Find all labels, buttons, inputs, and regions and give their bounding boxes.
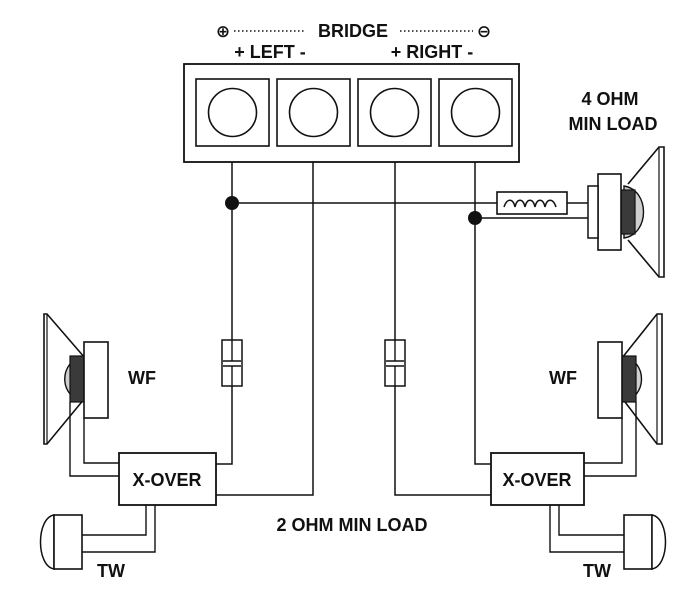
wire-left-tweeter-a (82, 505, 147, 536)
bridge-minus-symbol: ⊖ (477, 22, 491, 41)
left-tweeter (39, 514, 83, 570)
wire-right-plus (394, 162, 491, 496)
right-tweeter-label: TW (583, 561, 611, 581)
left-channel-label: + LEFT - (234, 42, 306, 62)
wire-left-plus (216, 162, 233, 465)
capacitor-right (384, 339, 406, 387)
bridge-plus-symbol: ⊕ (216, 22, 230, 41)
four-ohm-label: 4 OHM (581, 89, 638, 109)
left-woofer (43, 313, 109, 445)
right-tweeter (623, 514, 667, 570)
right-crossover-label: X-OVER (502, 470, 571, 490)
wire-left-woofer-b (69, 402, 119, 477)
two-ohm-label: 2 OHM MIN LOAD (277, 515, 428, 535)
junction-dot-left (225, 196, 239, 210)
bridge-label: BRIDGE (318, 21, 388, 41)
four-ohm-min-load-label: MIN LOAD (569, 114, 658, 134)
terminal-right-plus (357, 78, 432, 147)
capacitor-left (221, 339, 243, 387)
wire-right-tweeter-a (558, 505, 624, 536)
wire-right-tweeter-b (549, 505, 624, 553)
right-woofer-label: WF (549, 368, 577, 388)
terminal-block (183, 63, 520, 163)
wire-right-minus (474, 162, 491, 465)
left-crossover-label: X-OVER (132, 470, 201, 490)
right-channel-label: + RIGHT - (391, 42, 474, 62)
wire-right-woofer-b (584, 402, 637, 477)
wire-left-minus (216, 162, 314, 496)
left-woofer-label: WF (128, 368, 156, 388)
wire-left-tweeter-b (82, 505, 156, 553)
right-crossover (490, 452, 585, 506)
wire-left-woofer-a (83, 418, 119, 464)
terminal-left-plus (195, 78, 270, 147)
wire-right-woofer-a (584, 418, 623, 464)
terminal-left-minus (276, 78, 351, 147)
terminal-right-minus (438, 78, 513, 147)
junction-dot-right (468, 211, 482, 225)
left-crossover (118, 452, 217, 506)
four-ohm-speaker (587, 146, 665, 278)
inductor-coil (496, 191, 568, 215)
right-woofer (597, 313, 663, 445)
left-tweeter-label: TW (97, 561, 125, 581)
wiring (216, 162, 588, 496)
